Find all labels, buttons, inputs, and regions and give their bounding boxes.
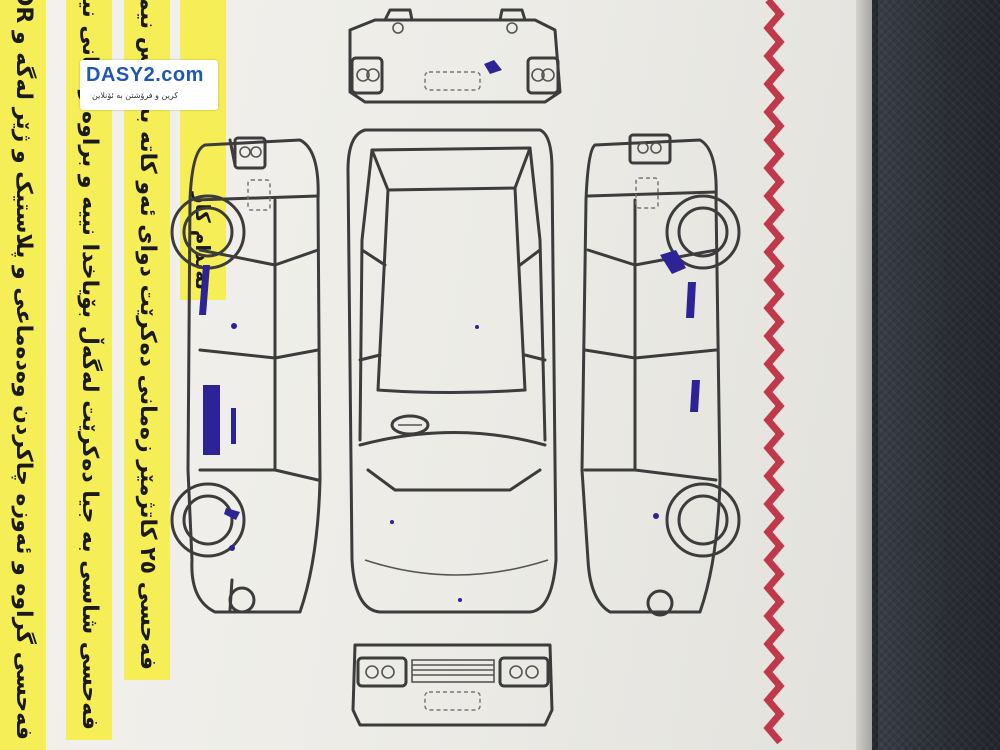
ink-mark bbox=[203, 385, 220, 455]
damage-ink-marks bbox=[199, 60, 700, 602]
ink-dot bbox=[390, 520, 394, 524]
ink-dot bbox=[231, 323, 237, 329]
ink-mark bbox=[484, 60, 502, 74]
sheet-edge-shadow bbox=[856, 0, 878, 750]
ink-mark bbox=[199, 265, 210, 315]
ink-dot bbox=[653, 513, 659, 519]
top-view bbox=[346, 128, 558, 614]
left-side-view bbox=[170, 136, 322, 614]
logo-brand: DASY2.com bbox=[86, 64, 204, 86]
ink-mark bbox=[686, 282, 696, 318]
ink-mark bbox=[224, 508, 240, 520]
logo-tagline: کرین و فرۆشتن بە ئۆنلاین bbox=[92, 91, 179, 100]
site-logo: DASY2.com کرین و فرۆشتن بە ئۆنلاین bbox=[80, 60, 218, 110]
rear-view bbox=[351, 643, 554, 727]
ink-dot bbox=[229, 545, 235, 551]
right-side-view bbox=[580, 133, 741, 617]
ink-mark bbox=[690, 380, 700, 412]
ink-dot bbox=[458, 598, 462, 602]
zigzag-border bbox=[763, 0, 785, 745]
ink-mark bbox=[660, 250, 686, 274]
ink-dot bbox=[475, 325, 479, 329]
front-view bbox=[348, 8, 562, 104]
ink-mark bbox=[231, 408, 236, 444]
seat-fabric-background bbox=[860, 0, 1000, 750]
